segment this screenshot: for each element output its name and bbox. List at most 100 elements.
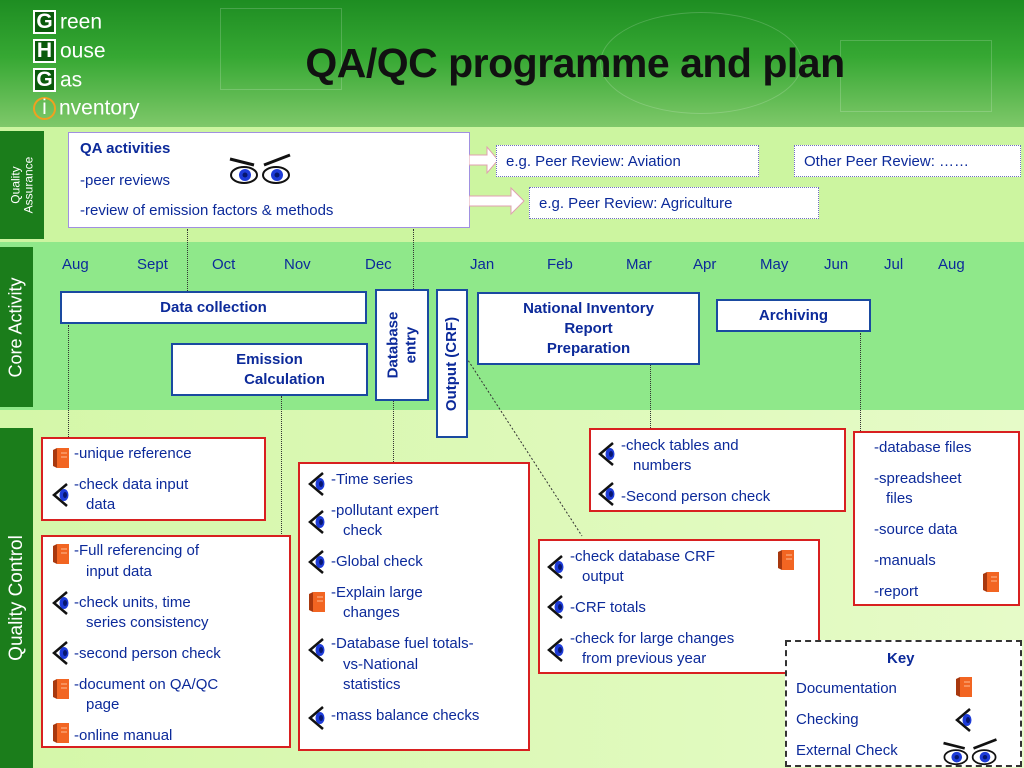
qc-box-output-crf: -check database CRF output -CRF totals -… bbox=[538, 539, 820, 674]
checking-icon bbox=[547, 595, 565, 619]
month-label: Apr bbox=[693, 256, 717, 273]
sidebar-quality-assurance: Quality Assurance bbox=[0, 131, 44, 239]
header-banner bbox=[0, 0, 1024, 127]
arrow-right-icon bbox=[469, 146, 499, 174]
emission-calculation-label: Emission bbox=[236, 351, 303, 368]
emission-calculation-box: Emission Calculation bbox=[171, 343, 368, 396]
arrow-right-icon bbox=[469, 186, 525, 216]
checking-icon bbox=[52, 641, 70, 665]
month-label: Nov bbox=[284, 256, 311, 273]
logo-letter-g: G bbox=[33, 68, 56, 93]
qc-item: from previous year bbox=[582, 650, 707, 667]
qc-box-database-entry: -Time series -pollutant expert check -Gl… bbox=[298, 462, 530, 751]
checking-icon bbox=[955, 708, 973, 732]
peer-review-agriculture-box: e.g. Peer Review: Agriculture bbox=[529, 187, 819, 219]
qc-item: -Second person check bbox=[621, 488, 771, 505]
data-collection-box: Data collection bbox=[60, 291, 367, 324]
database-entry-line: entry bbox=[402, 326, 420, 364]
connector-line bbox=[393, 401, 394, 462]
qc-box-data-collection: -unique reference -check data input data bbox=[41, 437, 266, 521]
key-legend: Key Documentation Checking External Chec… bbox=[785, 640, 1022, 767]
document-icon bbox=[53, 544, 69, 564]
qc-box-nir: -check tables and numbers -Second person… bbox=[589, 428, 846, 512]
archive-item: -source data bbox=[874, 521, 958, 538]
nir-label: Preparation bbox=[546, 340, 631, 357]
month-label: Aug bbox=[938, 256, 965, 273]
document-icon bbox=[53, 679, 69, 699]
header-watermark bbox=[840, 40, 992, 112]
document-icon bbox=[309, 592, 325, 612]
checking-icon bbox=[308, 510, 326, 534]
document-icon bbox=[983, 572, 999, 592]
archive-item: -report bbox=[874, 583, 919, 600]
qc-item: -check units, time bbox=[74, 594, 191, 611]
logo-word: nventory bbox=[59, 96, 140, 120]
logo-word: as bbox=[60, 68, 83, 92]
emission-calculation-label: Calculation bbox=[244, 371, 325, 388]
connector-line bbox=[281, 396, 282, 536]
qc-box-archiving: -database files -spreadsheet files -sour… bbox=[853, 431, 1020, 606]
month-label: Feb bbox=[547, 256, 573, 273]
qc-item: -check for large changes bbox=[570, 630, 735, 647]
checking-icon bbox=[308, 638, 326, 662]
month-label: May bbox=[760, 256, 789, 273]
peer-review-other-box: Other Peer Review: …… bbox=[794, 145, 1021, 177]
document-icon bbox=[53, 723, 69, 743]
data-collection-label: Data collection bbox=[160, 299, 267, 316]
document-icon bbox=[53, 448, 69, 468]
qc-item: page bbox=[86, 696, 120, 713]
qc-item: -check database CRF bbox=[570, 548, 716, 565]
archiving-box: Archiving bbox=[716, 299, 871, 332]
sidebar-core-activity: Core Activity bbox=[0, 247, 33, 407]
peer-review-aviation: e.g. Peer Review: Aviation bbox=[506, 153, 681, 170]
logo-letter-h: H bbox=[33, 39, 56, 64]
qc-item: series consistency bbox=[86, 614, 209, 631]
connector-line bbox=[650, 365, 651, 428]
output-crf-label: Output (CRF) bbox=[443, 316, 461, 411]
qc-item: -Explain large bbox=[331, 584, 423, 601]
qc-item: -check tables and bbox=[621, 437, 739, 454]
qc-item: input data bbox=[86, 563, 152, 580]
header-watermark bbox=[600, 12, 802, 114]
page-title: QA/QC programme and plan bbox=[305, 40, 845, 86]
peer-review-aviation-box: e.g. Peer Review: Aviation bbox=[496, 145, 759, 177]
qa-activities-box: QA activities -peer reviews -review of e… bbox=[68, 132, 470, 228]
checking-icon bbox=[52, 591, 70, 615]
peer-review-agriculture: e.g. Peer Review: Agriculture bbox=[539, 195, 733, 212]
qc-item: check bbox=[343, 522, 383, 539]
qc-item: -pollutant expert bbox=[331, 502, 439, 519]
month-label: Oct bbox=[212, 256, 236, 273]
month-label: Aug bbox=[62, 256, 89, 273]
checking-icon bbox=[598, 442, 616, 466]
checking-icon bbox=[52, 483, 70, 507]
qc-item: changes bbox=[343, 604, 400, 621]
qc-item: -Database fuel totals- bbox=[331, 635, 474, 652]
month-label: Jan bbox=[470, 256, 495, 273]
qc-item: -online manual bbox=[74, 727, 173, 744]
checking-icon bbox=[547, 638, 565, 662]
document-icon bbox=[956, 677, 972, 697]
nir-label: Report bbox=[564, 320, 613, 337]
qc-item: -Full referencing of bbox=[74, 542, 200, 559]
qa-item: -peer reviews bbox=[80, 172, 171, 189]
header-watermark bbox=[220, 8, 342, 90]
qc-item: statistics bbox=[343, 676, 401, 693]
logo-letter-g: G bbox=[33, 10, 56, 35]
month-label: Sept bbox=[137, 256, 168, 273]
eyes-icon bbox=[227, 151, 293, 185]
peer-review-other: Other Peer Review: …… bbox=[804, 153, 970, 170]
key-checking-label: Checking bbox=[796, 711, 859, 728]
connector-line bbox=[413, 229, 414, 289]
sidebar-label: Quality Assurance bbox=[8, 156, 35, 214]
archive-item: -manuals bbox=[874, 552, 936, 569]
month-label: Dec bbox=[365, 256, 392, 273]
qa-activities-title: QA activities bbox=[80, 140, 171, 157]
output-crf-box: Output (CRF) bbox=[436, 289, 468, 438]
qc-item: numbers bbox=[633, 457, 692, 474]
month-label: Mar bbox=[626, 256, 652, 273]
checking-icon bbox=[308, 472, 326, 496]
sidebar-label: Quality Control bbox=[5, 535, 27, 661]
